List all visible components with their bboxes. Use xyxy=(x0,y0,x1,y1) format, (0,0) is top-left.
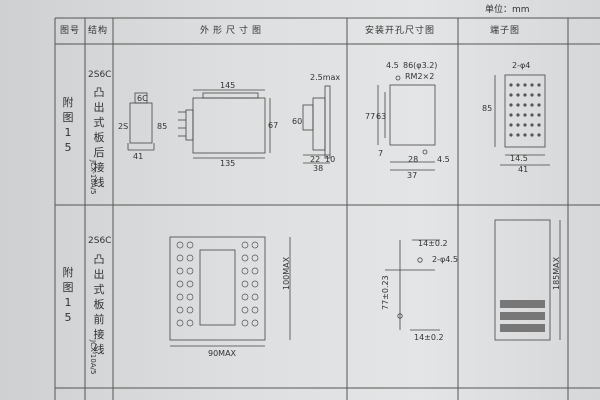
header-structure: 结构 xyxy=(88,26,109,36)
mount-rm: RM2×2 xyxy=(405,72,435,81)
mount-7: 7 xyxy=(378,149,384,158)
dim-100max: 100MAX xyxy=(282,256,291,290)
row1-fig-no: 附图15 xyxy=(62,96,74,154)
mount-14b: 14±0.2 xyxy=(414,333,444,342)
row1-type: 2S6C xyxy=(88,70,112,80)
dim-10: 10 xyxy=(325,155,336,164)
dim-2s: 2S xyxy=(118,122,129,131)
mount-14a: 14±0.2 xyxy=(418,239,448,248)
dim-6c: 6C xyxy=(137,94,148,103)
mount-63: 63 xyxy=(376,112,387,121)
dim-145: 145 xyxy=(220,81,236,90)
dim-38: 38 xyxy=(313,164,324,173)
mount-2phi45: 2-φ4.5 xyxy=(432,255,458,264)
row1-structure: 凸出式板后接线 xyxy=(93,86,105,189)
mount-4-5b: 4.5 xyxy=(437,155,450,164)
row1-model: JCX-10A/5 xyxy=(89,160,97,195)
dim-2-5max: 2.5max xyxy=(310,73,341,82)
dim-135: 135 xyxy=(220,159,236,168)
dim-60: 60 xyxy=(292,117,303,126)
header-terminal: 端子图 xyxy=(490,26,521,36)
dim-90max: 90MAX xyxy=(208,349,237,358)
mount-28: 28 xyxy=(408,155,419,164)
term-41: 41 xyxy=(518,165,529,174)
mount-4-5a: 4.5 xyxy=(386,61,399,70)
mount-37: 37 xyxy=(407,171,418,180)
row2-fig-no: 附图15 xyxy=(62,266,74,324)
term-185max: 185MAX xyxy=(552,256,561,290)
mount-77: 77 xyxy=(365,112,376,121)
term-85: 85 xyxy=(482,104,493,113)
term-14-5: 14.5 xyxy=(510,154,528,163)
row2-model: JCX-10A/5 xyxy=(89,340,97,375)
term-2phi4: 2-φ4 xyxy=(512,61,531,70)
row2-structure: 凸出式板前接线 xyxy=(93,253,105,356)
dim-85-side: 85 xyxy=(157,122,168,131)
unit-label: 单位：mm xyxy=(485,5,530,15)
header-fig-no: 图号 xyxy=(60,26,81,36)
mount-77-row2: 77±0.23 xyxy=(381,275,390,310)
dim-22: 22 xyxy=(310,155,321,164)
header-outline: 外形尺寸图 xyxy=(200,26,266,36)
dim-67: 67 xyxy=(268,121,279,130)
row2-type: 2S6C xyxy=(88,236,112,246)
dim-41: 41 xyxy=(133,152,144,161)
mount-86: 86(φ3.2) xyxy=(403,61,438,70)
header-mounting: 安装开孔尺寸图 xyxy=(365,26,436,36)
